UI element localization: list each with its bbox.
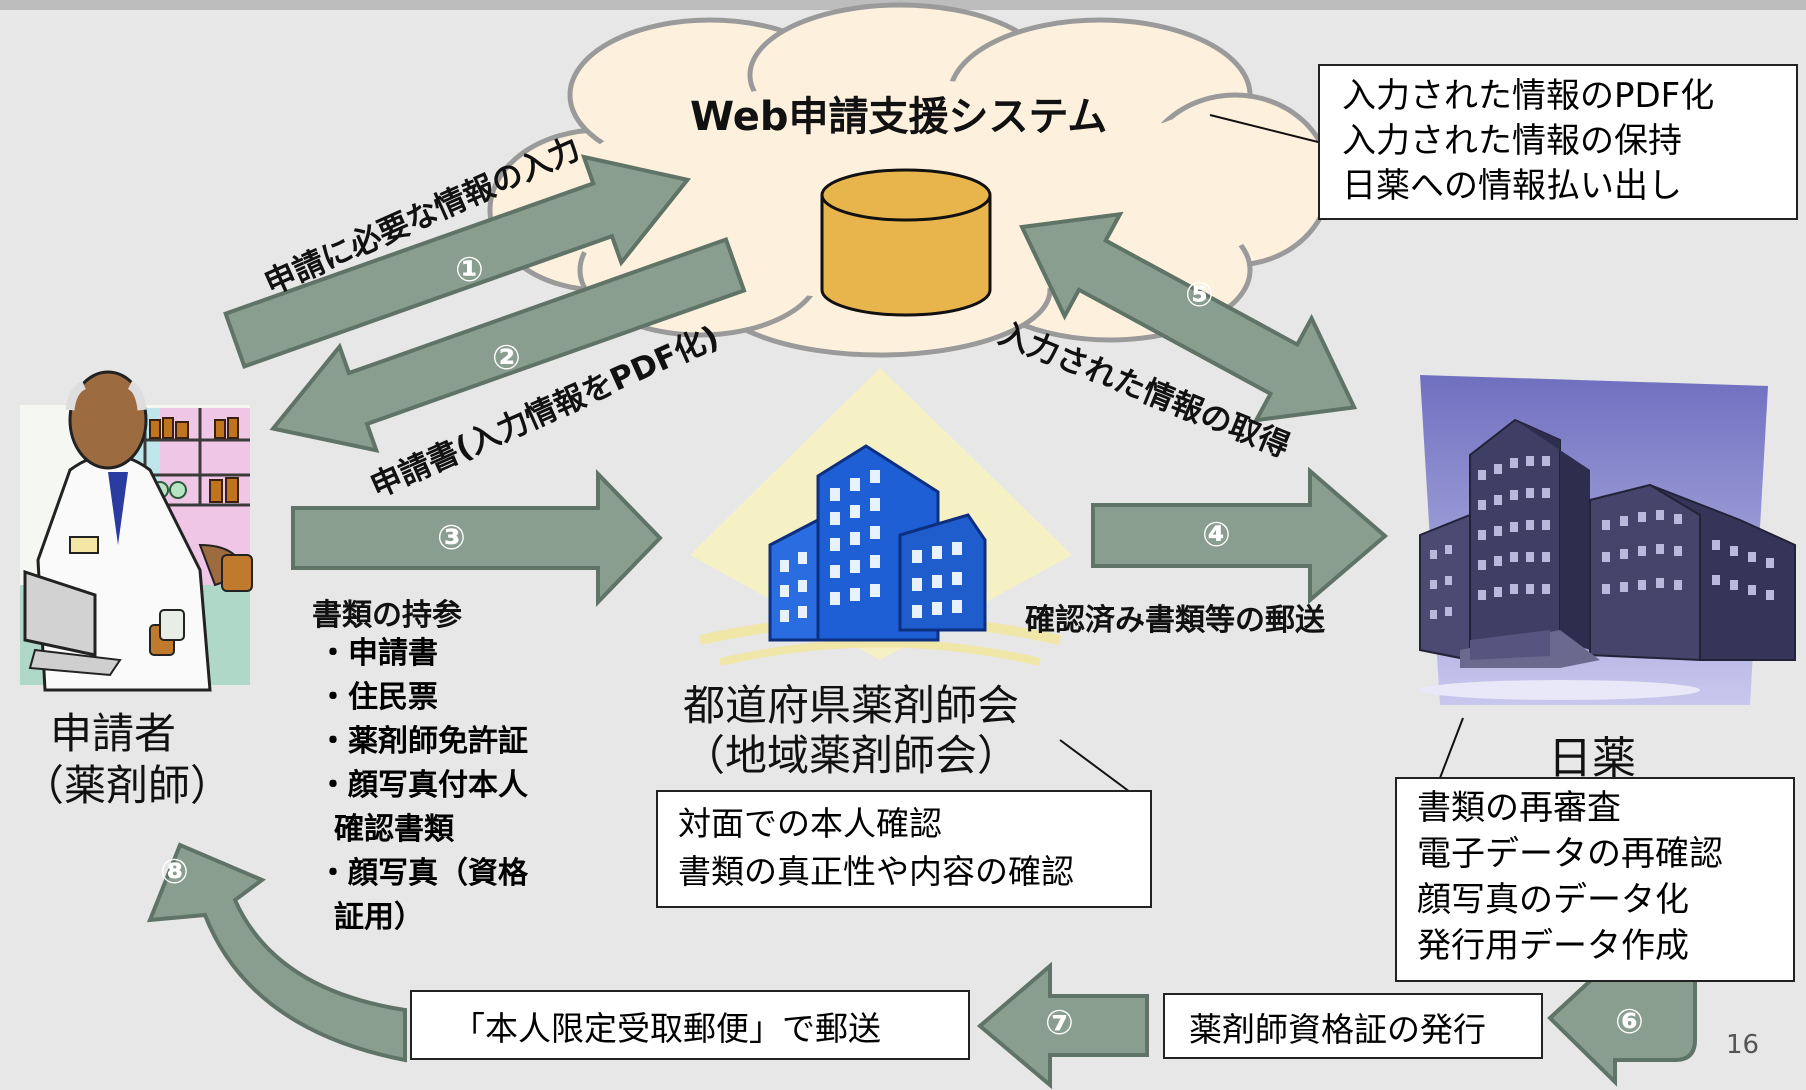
nichiyaku-building-icon	[1419, 375, 1796, 705]
association-notes-box: 対面での本人確認 書類の真正性や内容の確認	[656, 790, 1152, 908]
system-note: 入力された情報のPDF化	[1342, 76, 1715, 116]
arrow-step1	[223, 154, 692, 369]
step3-label: 書類の持参	[312, 598, 462, 633]
database-icon	[820, 168, 992, 317]
step5-number: ⑤	[1185, 275, 1214, 315]
cloud-title: Web申請支援システム	[690, 94, 1108, 140]
applicant-label: 申請者	[50, 709, 177, 758]
arrow-step5	[1019, 211, 1358, 423]
document-item: ・住民票	[318, 680, 438, 715]
step1-number: ①	[455, 250, 484, 290]
association-note: 書類の真正性や内容の確認	[678, 852, 1074, 891]
step4-number: ④	[1202, 515, 1231, 555]
system-note: 日薬への情報払い出し	[1342, 166, 1682, 206]
step6-label: 薬剤師資格証の発行	[1189, 1010, 1486, 1049]
arrow-step3	[291, 469, 663, 607]
nichiyaku-note: 電子データの再確認	[1417, 834, 1723, 874]
documents-list: ・申請書 ・住民票 ・薬剤師免許証 ・顔写真付本人 確認書類 ・顔写真（資格 証…	[318, 632, 528, 940]
nichiyaku-label: 日薬	[1548, 733, 1636, 784]
system-note: 入力された情報の保持	[1342, 121, 1682, 161]
document-item: 証用）	[334, 900, 424, 935]
document-item: ・顔写真付本人	[318, 768, 528, 803]
arrow-step4	[1091, 466, 1389, 605]
step7-label: 「本人限定受取郵便」で郵送	[452, 1009, 881, 1048]
arrow-step2	[269, 236, 747, 454]
page-number: 16	[1726, 1030, 1760, 1060]
document-item: ・申請書	[318, 636, 438, 671]
arrow-step8	[146, 842, 407, 1063]
nichiyaku-note: 書類の再審査	[1417, 788, 1621, 828]
nichiyaku-notes-box: 書類の再審査 電子データの再確認 顔写真のデータ化 発行用データ作成	[1395, 777, 1795, 982]
applicant-label-sub: （薬剤師）	[22, 761, 233, 810]
step6-number: ⑥	[1615, 1002, 1644, 1042]
pharmacist-icon	[20, 370, 253, 692]
nichiyaku-note: 発行用データ作成	[1417, 926, 1689, 966]
step4-label: 確認済み書類等の郵送	[1025, 603, 1325, 638]
step2-number: ②	[492, 338, 521, 378]
step6-box: 薬剤師資格証の発行	[1163, 993, 1543, 1059]
association-label-sub: （地域薬剤師会）	[683, 731, 1020, 780]
document-item: ・顔写真（資格	[318, 856, 528, 891]
step7-number: ⑦	[1045, 1003, 1074, 1043]
step3-number: ③	[437, 518, 466, 558]
document-item: 確認書類	[334, 812, 454, 847]
nichiyaku-note: 顔写真のデータ化	[1417, 880, 1689, 920]
step8-number: ⑧	[160, 852, 189, 892]
association-label: 都道府県薬剤師会	[683, 681, 1020, 730]
association-building-icon	[690, 368, 1072, 666]
system-notes-box: 入力された情報のPDF化 入力された情報の保持 日薬への情報払い出し	[1318, 64, 1798, 220]
document-item: ・薬剤師免許証	[318, 724, 528, 759]
association-note: 対面での本人確認	[678, 804, 942, 843]
arrow-step7	[976, 961, 1149, 1090]
step7-box: 「本人限定受取郵便」で郵送	[410, 990, 970, 1060]
